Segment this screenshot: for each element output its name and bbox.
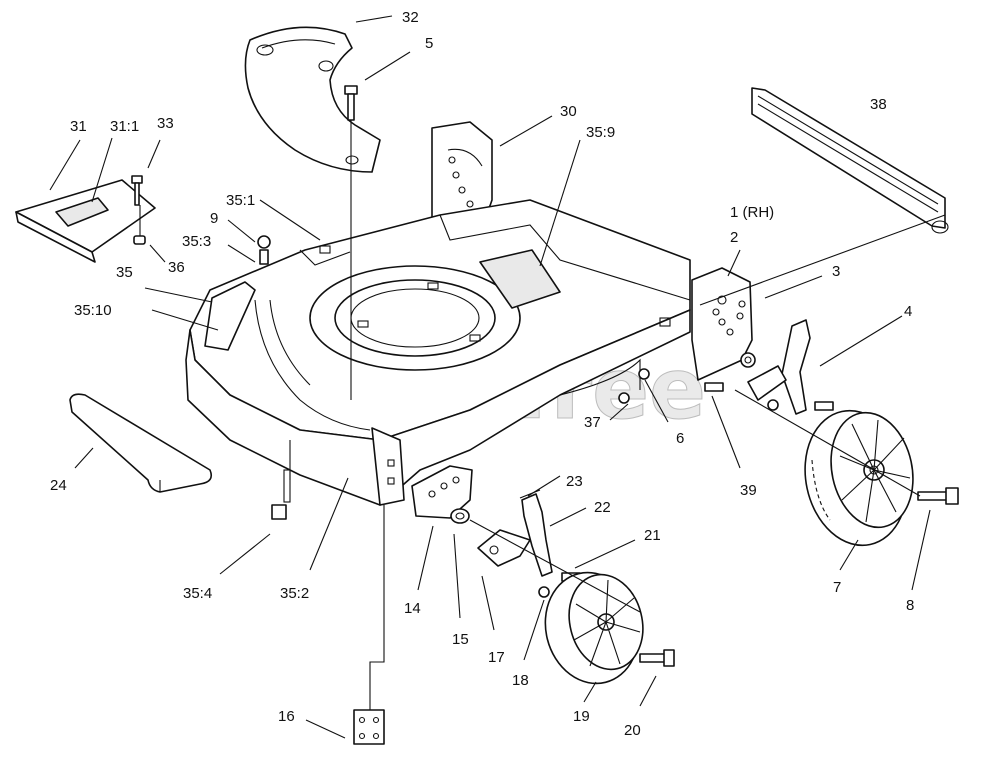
part-35-10-baffle (204, 281, 256, 351)
callout-labels: 32 5 31 31:1 33 30 35:9 38 35:1 9 35:3 3… (50, 9, 914, 739)
callout-35-10: 35:10 (74, 302, 112, 319)
part-35-4-clip (271, 469, 291, 520)
part-37-nut (618, 392, 630, 404)
callout-9: 9 (210, 210, 218, 227)
part-15-bushing (450, 508, 470, 524)
callout-5: 5 (425, 35, 433, 52)
part-33-bolt (131, 175, 143, 206)
part-16-plate (353, 505, 385, 745)
callout-23: 23 (566, 473, 583, 490)
callout-31: 31 (70, 118, 87, 135)
callout-16: 16 (278, 708, 295, 725)
callout-38: 38 (870, 96, 887, 113)
part-8-axle-bolt (917, 487, 959, 505)
part-6-nut (638, 368, 650, 380)
callout-35-4: 35:4 (183, 585, 212, 602)
part-17-wheel-bracket (477, 529, 531, 567)
callout-35-1: 35:1 (226, 192, 255, 209)
callout-18: 18 (512, 672, 529, 689)
callout-15: 15 (452, 631, 469, 648)
part-20-axle-bolt (639, 649, 675, 667)
callout-3: 3 (832, 263, 840, 280)
part-36-nut (133, 235, 146, 245)
callout-31-1: 31:1 (110, 118, 139, 135)
part-35-mower-deck (185, 199, 691, 506)
part-31-1-label-decal (55, 197, 109, 227)
callout-1-rh: 1 (RH) (730, 204, 774, 221)
callout-35-2: 35:2 (280, 585, 309, 602)
part-7-rear-wheel (804, 409, 914, 547)
part-24-front-bumper (69, 393, 213, 493)
callout-21: 21 (644, 527, 661, 544)
callout-37: 37 (584, 414, 601, 431)
part-2-height-adjuster-rh (691, 267, 753, 381)
callout-4: 4 (904, 303, 912, 320)
callout-36: 36 (168, 259, 185, 276)
callout-33: 33 (157, 115, 174, 132)
callout-30: 30 (560, 103, 577, 120)
part-23-spring (519, 489, 541, 499)
callout-6: 6 (676, 430, 684, 447)
callout-35-9: 35:9 (586, 124, 615, 141)
callout-14: 14 (404, 600, 421, 617)
callout-8: 8 (906, 597, 914, 614)
part-9-bolt (257, 235, 271, 265)
part-19-front-wheel (544, 571, 644, 685)
part-22-lever (521, 493, 553, 577)
part-32-discharge-shield (244, 26, 381, 173)
part-14-height-adjuster-front (411, 465, 473, 519)
part-35-2-front-bracket (371, 427, 405, 506)
callout-19: 19 (573, 708, 590, 725)
part-39-bolt (704, 382, 724, 392)
callout-24: 24 (50, 477, 67, 494)
callout-7: 7 (833, 579, 841, 596)
part-5-bolt (344, 85, 358, 121)
callout-35-3: 35:3 (182, 233, 211, 250)
callout-20: 20 (624, 722, 641, 739)
part-18-washer (538, 586, 550, 598)
callout-32: 32 (402, 9, 419, 26)
callout-22: 22 (594, 499, 611, 516)
assembly-lines (139, 120, 946, 613)
callout-35: 35 (116, 264, 133, 281)
part-4-wheel-bracket (740, 319, 834, 415)
part-38-rear-flap (751, 87, 949, 234)
callout-17: 17 (488, 649, 505, 666)
callout-39: 39 (740, 482, 757, 499)
part-31-rear-cover (15, 179, 156, 263)
callout-2: 2 (730, 229, 738, 246)
callout-leaders (49, 15, 931, 739)
